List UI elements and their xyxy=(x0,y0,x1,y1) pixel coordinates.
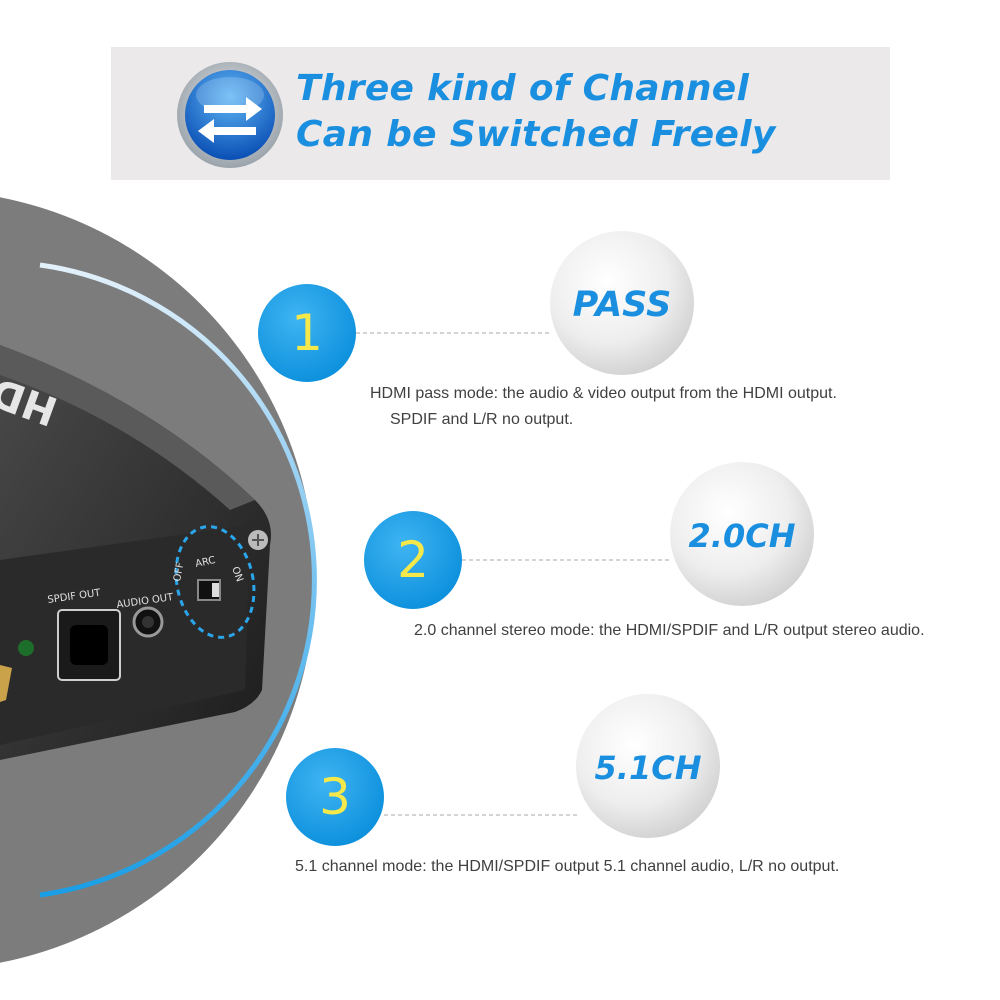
step-circle-2 xyxy=(364,511,462,609)
step-circle-3 xyxy=(286,748,384,846)
switch-arrows-icon xyxy=(177,62,283,168)
banner-title-line2: Can be Switched Freely xyxy=(296,114,776,155)
banner-title-line1: Three kind of Channel xyxy=(296,68,750,109)
arc-on-label: ON xyxy=(229,565,245,583)
step-number-3: 3 xyxy=(319,768,351,826)
device-image: HDMI SPDIF OUT AUDIO OUT ARC OFF ON xyxy=(0,345,271,760)
mode-label-2ch: 2.0CH xyxy=(688,517,796,555)
step-number-1: 1 xyxy=(291,304,323,362)
arc-switch-label: ARC xyxy=(194,555,216,570)
step-number-2: 2 xyxy=(397,531,429,589)
mode-label-pass: PASS xyxy=(572,285,672,325)
blue-arc xyxy=(39,262,317,898)
mode-3-description: 5.1 channel mode: the HDMI/SPDIF output … xyxy=(295,858,840,875)
banner-title: Three kind of Channel Can be Switched Fr… xyxy=(296,66,776,158)
mode-label-51ch: 5.1CH xyxy=(594,749,702,787)
mode-bubble-3 xyxy=(576,694,720,838)
mode-2-description: 2.0 channel stereo mode: the HDMI/SPDIF … xyxy=(414,622,925,639)
step-circle-1 xyxy=(258,284,356,382)
mode-bubble-1 xyxy=(550,231,694,375)
mode-1-description-line2: SPDIF and L/R no output. xyxy=(390,411,574,428)
arc-off-label: OFF xyxy=(172,561,186,582)
mode-1-description: HDMI pass mode: the audio & video output… xyxy=(370,385,837,402)
mode-bubble-2 xyxy=(670,462,814,606)
